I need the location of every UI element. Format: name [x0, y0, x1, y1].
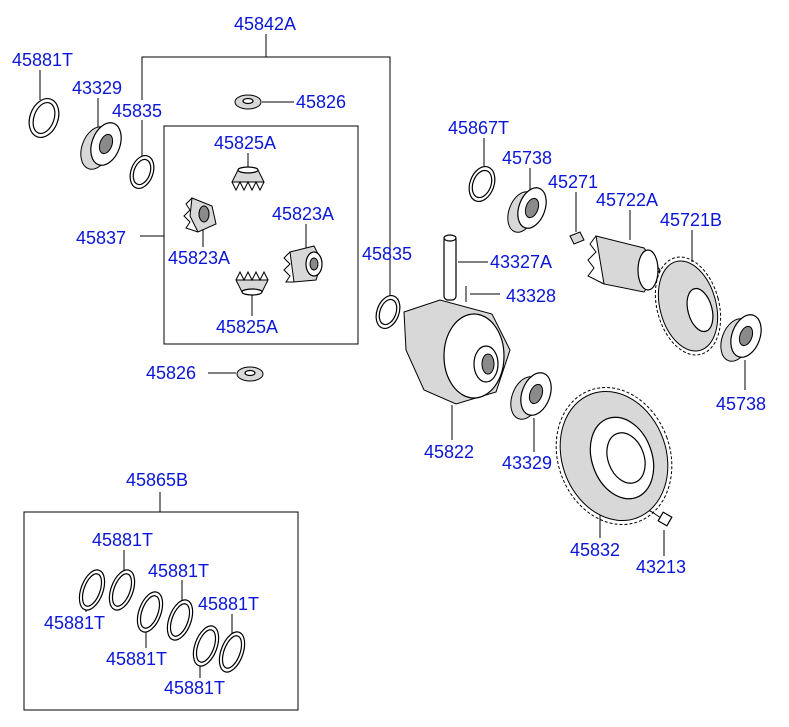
bearing-45738-top: [507, 187, 547, 233]
label-45738-right: 45738: [716, 394, 766, 414]
label-43329-right: 43329: [502, 453, 552, 473]
shaft-43327A: [443, 234, 457, 301]
label-45835-left: 45835: [112, 101, 162, 121]
label-45738-top: 45738: [502, 148, 552, 168]
label-43327A: 43327A: [490, 252, 552, 272]
label-45825A-bottom: 45825A: [216, 317, 278, 337]
label-43213: 43213: [636, 557, 686, 577]
washer-45826-top: [234, 94, 262, 110]
ringgear-45832: [555, 386, 673, 526]
label-45826-top: 45826: [296, 92, 346, 112]
gear-45722A: [587, 235, 661, 293]
label-kit-ring-3: 45881T: [148, 561, 209, 581]
label-kit-ring-6: 45881T: [164, 678, 225, 698]
label-kit-ring-4: 45881T: [106, 649, 167, 669]
label-43328: 43328: [506, 286, 556, 306]
label-43329-left: 43329: [72, 78, 122, 98]
ring-45881T-top: [28, 98, 60, 138]
gear-45823A-right: [283, 245, 323, 283]
label-45823A-left: 45823A: [168, 248, 230, 268]
bearing-45738-right: [720, 314, 762, 362]
washer-45835-left: [129, 154, 155, 190]
label-kit-ring-1: 45881T: [92, 530, 153, 550]
label-45721B: 45721B: [660, 210, 722, 230]
label-45822: 45822: [424, 442, 474, 462]
kit-rings: [78, 569, 246, 673]
bolt-43213: [651, 511, 673, 527]
bearing-43329-left: [80, 122, 122, 170]
label-45823A-right: 45823A: [272, 204, 334, 224]
gear-45721B: [654, 256, 722, 356]
bearing-43329-right: [510, 372, 552, 420]
gear-45823A-left: [183, 197, 217, 233]
label-45826-bottom: 45826: [146, 363, 196, 383]
label-45865B: 45865B: [126, 470, 188, 490]
gear-45825A-top: [231, 166, 265, 192]
label-45832: 45832: [570, 540, 620, 560]
label-45842A: 45842A: [234, 14, 296, 34]
part-labels: 45842A 45881T 43329 45835 45826 45825A 4…: [12, 14, 766, 698]
label-45835-right: 45835: [362, 244, 412, 264]
label-45881T-top: 45881T: [12, 50, 73, 70]
washer-45826-bottom: [236, 366, 264, 382]
part-45271: [569, 231, 585, 245]
leader-lines: [23, 34, 746, 711]
label-45825A-top: 45825A: [214, 133, 276, 153]
label-45722A: 45722A: [596, 190, 658, 210]
label-45271: 45271: [548, 172, 598, 192]
label-45867T: 45867T: [448, 118, 509, 138]
box-45865B: [23, 511, 299, 711]
box-45837: [163, 125, 359, 345]
label-45837: 45837: [76, 228, 126, 248]
label-kit-ring-5: 45881T: [198, 594, 259, 614]
case-45822: [403, 299, 511, 405]
ring-45867T: [468, 165, 496, 203]
label-kit-ring-2: 45881T: [44, 613, 105, 633]
washer-45835-right: [375, 294, 401, 330]
gear-45825A-bottom: [235, 270, 269, 296]
